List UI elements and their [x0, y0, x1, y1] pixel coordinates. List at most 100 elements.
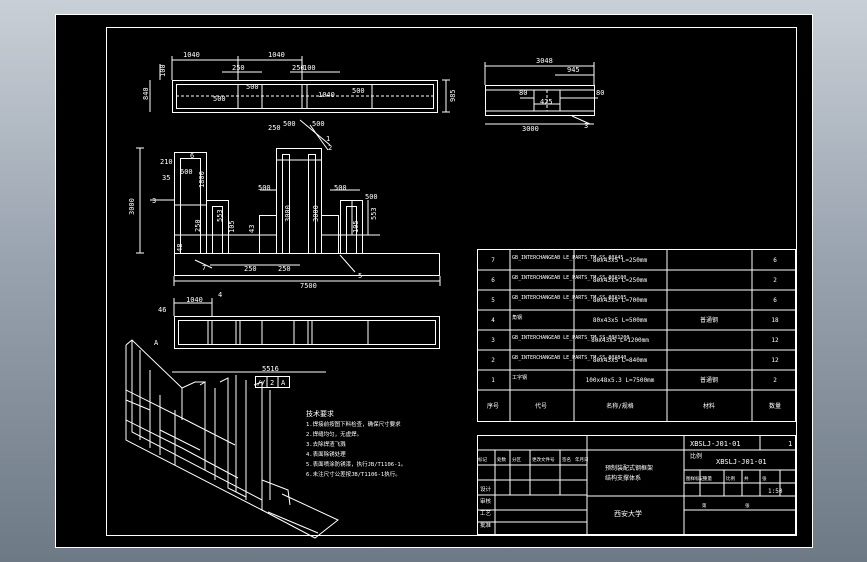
title-block-field: 分区 [512, 456, 521, 463]
title-block-left-label: 工艺 [480, 510, 492, 517]
front-view [136, 119, 441, 286]
plan-view-dim: 5516 [262, 365, 279, 373]
title-block-drawing-no: XBSLJ-J01-01 [716, 458, 767, 466]
front-view-leader: 6 [190, 152, 194, 160]
bom-row-code: 工字钢 [512, 374, 527, 381]
bom-row-spec: 100x48x5.3 L=7500mm [586, 377, 655, 384]
plan-view [172, 298, 440, 388]
bom-row-spec: 80x43x5 L=700mm [593, 297, 648, 304]
notes-line: 6.未注尺寸公差按JB/T1106-1执行。 [306, 470, 401, 478]
title-block [477, 435, 796, 535]
top-view-dim: 500 [246, 83, 259, 91]
bom-row-spec: 80x43x5 L=500mm [593, 317, 648, 324]
side-view-dim: 3048 [536, 57, 553, 65]
iso-view [125, 339, 339, 539]
bom-row-no: 6 [491, 277, 495, 284]
title-block-sheet-count: 1 [788, 440, 792, 448]
side-view-leader: 3 [584, 122, 588, 130]
bom-row-spec: 80x43x5 L=1200mm [591, 337, 649, 344]
bom-header-code: 代号 [535, 402, 547, 410]
front-view-dim: 500 [365, 193, 378, 201]
title-block-field: 标记 [478, 456, 487, 463]
outer-frame [55, 14, 813, 548]
side-view-dim: 80 [596, 89, 604, 97]
bom-row-qty: 6 [773, 297, 777, 304]
bom-row-no: 7 [491, 257, 495, 264]
title-block-company: 西安大学 [614, 509, 642, 518]
front-view-dim: 105 [228, 220, 236, 233]
title-block-name-2: 结构支撑体系 [605, 474, 641, 482]
front-view-dim: 553 [370, 207, 378, 220]
bom-row-no: 2 [491, 357, 495, 364]
notes-line: 4.表面除锈处理 [306, 450, 346, 458]
bom-row-spec: 80x43x5 L=840mm [593, 357, 648, 364]
title-block-top-code: XBSLJ-J01-01 [690, 440, 741, 448]
front-view-dim: 105 [352, 220, 360, 233]
notes-line: 1.焊接前按图下料检查，确保尺寸要求 [306, 420, 401, 428]
front-view-leader: 7 [202, 264, 206, 272]
front-view-dim: 43 [248, 225, 256, 233]
bom-row-spec: 80x43x5 L=250mm [593, 277, 648, 284]
front-view-dim: 48 [176, 244, 184, 252]
title-block-field: 签名 [562, 456, 571, 463]
top-view [149, 56, 450, 113]
title-block-left-label: 批准 [480, 521, 492, 529]
title-block-name-1: 预制装配式钢框架 [605, 464, 653, 472]
tolerance-datum: A [281, 379, 286, 387]
front-view-dim: 3000 [312, 205, 320, 222]
front-view-leader: 2 [328, 144, 332, 152]
bom-row-no: 3 [491, 337, 495, 344]
bom-row-qty: 12 [771, 337, 779, 344]
bom-row-qty: 6 [773, 257, 777, 264]
front-view-dim: 553 [216, 209, 224, 222]
front-view-dim: 7500 [300, 282, 317, 290]
front-view-dim: 250 [268, 124, 281, 132]
bom-row-code: GB_INTERCHANGEAB LE_PARTS_TM_SS 80X100 [512, 275, 626, 281]
front-view-dim: 250 [244, 265, 257, 273]
bom-header-spec: 名称/规格 [606, 402, 634, 410]
top-view-dim: 1040 [268, 51, 285, 59]
title-block-field: 张 [762, 475, 767, 482]
title-block-left-label: 设计 [480, 485, 492, 493]
title-block-field: 图样标记 [686, 475, 704, 482]
front-view-dim: 3000 [284, 205, 292, 222]
title-block-left-label: 审核 [480, 497, 492, 505]
bom-header-material: 材料 [703, 402, 715, 410]
title-block-field: 年月日 [575, 456, 589, 463]
title-block-label: 比例 [690, 452, 702, 460]
bom-row-material: 普通钢 [700, 376, 718, 384]
bom-row-no: 5 [491, 297, 495, 304]
front-view-dim: 210 [160, 158, 173, 166]
front-view-dim: 500 [334, 184, 347, 192]
front-view-dim: 500 [312, 120, 325, 128]
section-mark-a: A [154, 339, 159, 347]
bom-row-code: GB_INTERCHANGEAB LE_PARTS_TM_SS 80X105 [512, 295, 626, 301]
tolerance-symbol: // [257, 379, 265, 387]
plan-view-dim: 1040 [186, 296, 203, 304]
bom-table [477, 249, 796, 422]
top-view-dim: 500 [213, 95, 226, 103]
bom-row-material: 普通钢 [700, 316, 718, 324]
front-view-leader: 1 [326, 135, 330, 143]
side-view-dim: 945 [567, 66, 580, 74]
notes-line: 5.表面喷涂防锈漆，执行JB/T1106-1。 [306, 460, 406, 468]
front-view-dim: 250 [194, 219, 202, 232]
top-view-dim: 250 [292, 64, 305, 72]
front-view-dim: 1800 [198, 171, 206, 188]
title-block-field: 共 [744, 475, 749, 482]
bom-row-spec: 80x43x5 L=250mm [593, 257, 648, 264]
side-view-dim: 3000 [522, 125, 539, 133]
top-view-dim: 500 [352, 87, 365, 95]
front-view-dim: 3000 [128, 198, 136, 215]
top-view-dim: 840 [142, 87, 150, 100]
notes-line: 3.去除焊渣飞溅 [306, 440, 346, 448]
bom-row-qty: 2 [773, 277, 777, 284]
tolerance-value: 2 [270, 379, 274, 387]
bom-row-code: GB_INTERCHANGEAB LE_PARTS_TM_SS 80X840 [512, 355, 626, 361]
bom-row-qty: 18 [771, 317, 779, 324]
bom-row-code: GB_INTERCHANGEAB LE_PARTS_TM_SS 80X1200 [512, 335, 629, 341]
title-block-field: 更改文件号 [532, 456, 555, 463]
front-view-dim: 500 [283, 120, 296, 128]
